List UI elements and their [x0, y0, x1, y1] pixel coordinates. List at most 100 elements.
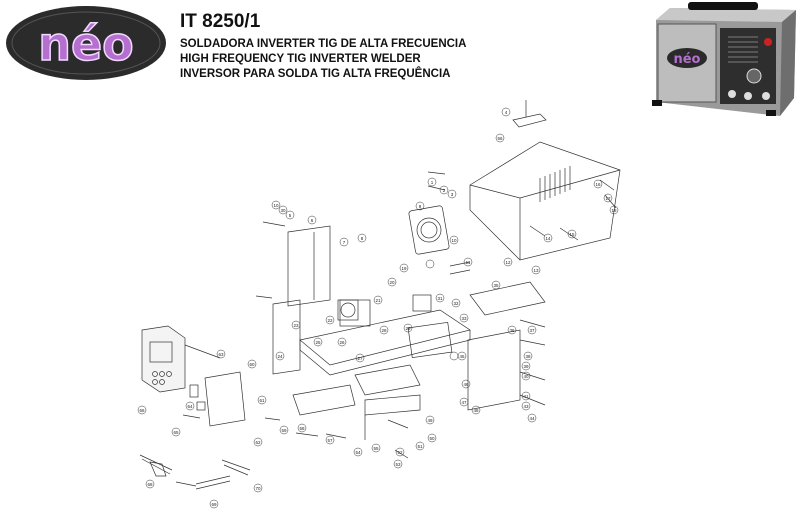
model-number: IT 8250/1 [180, 11, 261, 32]
logo-text: néo [38, 17, 134, 71]
part-number-label: 6 [311, 218, 314, 223]
part-number-label: 31 [437, 296, 443, 301]
part-number-label: 45 [459, 354, 465, 359]
part-number-label: 65 [173, 430, 179, 435]
part-number-label: 41 [523, 394, 529, 399]
part-number-label: 10 [273, 203, 279, 208]
brand-logo: néo [6, 6, 166, 80]
power-pcb [354, 364, 421, 396]
part-number-label: 40 [523, 374, 529, 379]
top-cover [469, 141, 621, 261]
part-number-label: 19 [401, 266, 407, 271]
ground-clamp [221, 459, 251, 476]
electrode-holder [139, 454, 173, 477]
part-number-label: 55 [373, 446, 379, 451]
part-number-label: 66 [139, 408, 145, 413]
part-number-label: 25 [315, 340, 321, 345]
part-number-label: 38 [525, 354, 531, 359]
part-number-label: 54 [355, 450, 361, 455]
cover-vent-grille [539, 166, 571, 202]
part-number-label: 60 [249, 362, 255, 367]
part-number-label: 20 [389, 280, 395, 285]
part-number-label: 39 [523, 364, 529, 369]
part-number-label: 56 [497, 136, 503, 141]
part-number-label: 21 [375, 298, 381, 303]
filter-grid [412, 294, 432, 312]
part-number-label: 18 [611, 208, 617, 213]
part-number-label: 32 [453, 301, 459, 306]
part-number-label: 58 [299, 426, 305, 431]
part-number-label: 62 [255, 440, 261, 445]
part-number-label: 43 [523, 404, 529, 409]
part-number-label: 50 [429, 436, 435, 441]
front-panel [141, 325, 186, 393]
part-number-label: 69 [211, 502, 217, 507]
part-number-label: 61 [259, 398, 265, 403]
part-number-label: 2 [443, 188, 446, 193]
part-number-label: 11 [466, 260, 471, 265]
part-number-label: 59 [281, 428, 287, 433]
part-number-label: 63 [218, 352, 224, 357]
control-pcb [292, 384, 356, 416]
part-number-label: 29 [405, 326, 411, 331]
part-number-label: 3 [451, 192, 454, 197]
part-number-label: 47 [461, 400, 467, 405]
part-number-label: 48 [473, 408, 479, 413]
part-number-label: 35 [493, 283, 499, 288]
part-number-label: 9 [419, 204, 422, 209]
transformer [407, 321, 453, 359]
bottom-bracket [364, 394, 421, 416]
product-badge: néo [673, 52, 700, 67]
rear-panel [272, 299, 301, 375]
part-number-label: 53 [395, 462, 401, 467]
fan-guard [408, 205, 450, 255]
part-number-label: 13 [533, 268, 539, 273]
right-side-panel [467, 329, 521, 411]
tig-torch [175, 475, 231, 490]
part-number-label: 44 [529, 416, 535, 421]
cooling-fan [337, 299, 359, 321]
product-photo: néo [652, 2, 796, 116]
part-number-label: 23 [293, 323, 299, 328]
screws [182, 171, 617, 459]
part-number-label: 10 [451, 238, 457, 243]
part-number-label: 5 [289, 213, 292, 218]
part-number-label: 64 [187, 404, 193, 409]
part-number-label: 16 [595, 182, 601, 187]
part-number-label: 70 [255, 486, 261, 491]
exploded-parts-diagram: 4561231030567891011121314151617181920212… [137, 100, 621, 509]
part-number-label: 49 [427, 418, 433, 423]
part-number-label: 8 [361, 236, 364, 241]
left-side-frame [287, 225, 331, 307]
part-number-label: 28 [381, 328, 387, 333]
part-number-label: 51 [417, 444, 423, 449]
part-number-label: 36 [509, 328, 515, 333]
front-subpanel [204, 371, 246, 427]
part-number-label: 24 [277, 354, 283, 359]
part-number-label: 15 [569, 232, 575, 237]
part-number-label: 68 [147, 482, 153, 487]
title-english: HIGH FREQUENCY TIG INVERTER WELDER [180, 53, 421, 65]
part-number-label: 12 [505, 260, 511, 265]
part-number-label: 46 [463, 382, 469, 387]
title-spanish: SOLDADORA INVERTER TIG DE ALTA FRECUENCI… [180, 38, 467, 50]
part-number-label: 52 [397, 450, 403, 455]
part-number-label: 4 [505, 110, 508, 115]
part-number-label: 27 [357, 356, 363, 361]
title-portuguese: INVERSOR PARA SOLDA TIG ALTA FREQUÊNCIA [180, 68, 451, 80]
document-header: IT 8250/1 SOLDADORA INVERTER TIG DE ALTA… [180, 12, 466, 82]
part-number-label: 22 [327, 318, 333, 323]
main-pcb [469, 281, 546, 316]
part-number-label: 17 [605, 196, 611, 201]
part-number-label: 14 [545, 236, 551, 241]
part-number-label: 33 [461, 316, 467, 321]
part-number-label: 1 [431, 180, 434, 185]
part-number-label: 57 [327, 438, 333, 443]
base-plate [299, 309, 471, 366]
part-number-label: 26 [339, 340, 345, 345]
part-number-label: 7 [343, 240, 346, 245]
handle [512, 113, 547, 128]
part-number-label: 37 [529, 328, 535, 333]
part-number-label: 30 [280, 208, 286, 213]
